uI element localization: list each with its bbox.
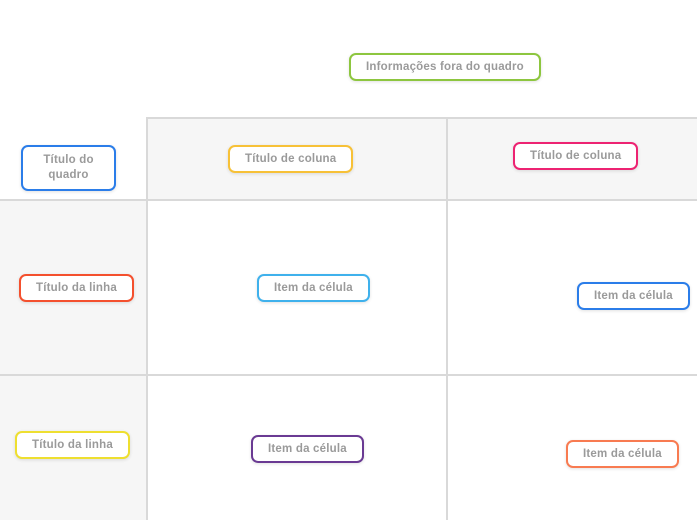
cell-item-row2-col2[interactable]: Item da célula bbox=[566, 440, 679, 468]
grid-line-header-bottom bbox=[0, 199, 697, 201]
board-title-label[interactable]: Título do quadro bbox=[21, 145, 116, 191]
cell-item-row2-col1[interactable]: Item da célula bbox=[251, 435, 364, 463]
grid-line-vertical-1 bbox=[146, 117, 148, 520]
cell-item-row1-col1[interactable]: Item da célula bbox=[257, 274, 370, 302]
row-title-band bbox=[0, 200, 147, 520]
cell-item-row1-col2[interactable]: Item da célula bbox=[577, 282, 690, 310]
outside-info-label[interactable]: Informações fora do quadro bbox=[349, 53, 541, 81]
grid-line-top bbox=[146, 117, 697, 119]
grid-line-row-divider bbox=[0, 374, 697, 376]
grid-line-vertical-2 bbox=[446, 117, 448, 520]
row-title-2-label[interactable]: Título da linha bbox=[15, 431, 130, 459]
row-title-1-label[interactable]: Título da linha bbox=[19, 274, 134, 302]
column-title-1-label[interactable]: Título de coluna bbox=[228, 145, 354, 173]
column-title-2-label[interactable]: Título de coluna bbox=[513, 142, 639, 170]
